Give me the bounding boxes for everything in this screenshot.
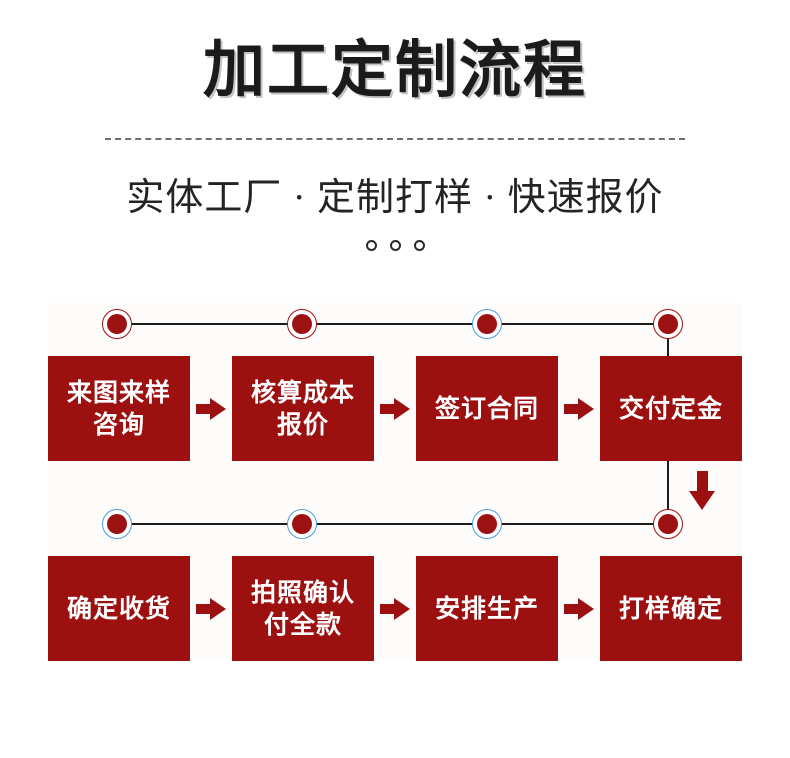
timeline-rail xyxy=(117,523,668,525)
step-box-que-ding-shou-huo[interactable]: 确定收货 xyxy=(48,556,190,661)
arrow-down-head xyxy=(689,491,715,510)
arrow-right-icon xyxy=(380,597,410,620)
step-box-an-pai-sheng-chan[interactable]: 安排生产 xyxy=(416,556,558,661)
step-label-line: 核算成本 xyxy=(250,378,355,407)
page-subtitle: 实体工厂 · 定制打样 · 快速报价 xyxy=(126,177,664,219)
step-box-pai-zhao-que-ren[interactable]: 拍照确认 付全款 xyxy=(232,556,374,661)
arrow-right-head xyxy=(210,597,226,620)
timeline-node-6[interactable] xyxy=(287,509,317,539)
arrow-right-icon xyxy=(380,397,410,420)
page-title: 加工定制流程 xyxy=(202,37,587,105)
step-label-line: 安排生产 xyxy=(434,594,539,623)
arrow-right-head xyxy=(210,397,226,420)
arrow-gap xyxy=(190,356,232,461)
arrow-gap xyxy=(374,556,416,661)
flow-row-2-steps: 确定收货 拍照确认 付全款 安排生产 xyxy=(48,556,742,661)
arrow-right-stem xyxy=(564,403,581,414)
timeline-node-1[interactable] xyxy=(102,309,132,339)
arrow-right-icon xyxy=(564,597,594,620)
arrow-right-head xyxy=(394,597,410,620)
ornament-dots xyxy=(0,240,790,251)
step-label-line: 交付定金 xyxy=(618,394,723,423)
circle-outline-icon xyxy=(389,240,401,251)
arrow-right-head xyxy=(578,397,594,420)
arrow-gap xyxy=(558,356,600,461)
step-label-line: 咨询 xyxy=(92,410,145,439)
step-label-line: 来图来样 xyxy=(66,378,171,407)
step-label-line: 拍照确认 xyxy=(250,578,355,607)
arrow-right-stem xyxy=(196,403,213,414)
arrow-gap xyxy=(374,356,416,461)
step-box-he-suan-cheng-ben[interactable]: 核算成本 报价 xyxy=(232,356,374,461)
flow-row-2: 确定收货 拍照确认 付全款 安排生产 xyxy=(48,503,742,661)
timeline-node-8[interactable] xyxy=(653,509,683,539)
timeline-node-7[interactable] xyxy=(472,509,502,539)
process-flow-panel: 来图来样 咨询 核算成本 报价 签订合同 xyxy=(48,303,742,661)
step-label-line: 报价 xyxy=(276,410,329,439)
step-label-line: 打样确定 xyxy=(618,594,723,623)
arrow-right-head xyxy=(578,597,594,620)
dashed-divider xyxy=(105,138,685,140)
arrow-right-stem xyxy=(380,603,397,614)
step-box-da-yang-que-ding[interactable]: 打样确定 xyxy=(600,556,742,661)
arrow-right-icon xyxy=(196,397,226,420)
step-box-jiao-fu-ding-jin[interactable]: 交付定金 xyxy=(600,356,742,461)
timeline-node-3[interactable] xyxy=(472,309,502,339)
arrow-right-icon xyxy=(196,597,226,620)
timeline-node-5[interactable] xyxy=(102,509,132,539)
timeline-rail xyxy=(117,323,668,325)
timeline-node-2[interactable] xyxy=(287,309,317,339)
arrow-down-stem xyxy=(697,471,708,493)
flow-row-1: 来图来样 咨询 核算成本 报价 签订合同 xyxy=(48,303,742,461)
arrow-right-stem xyxy=(380,403,397,414)
arrow-right-stem xyxy=(564,603,581,614)
flow-row-1-steps: 来图来样 咨询 核算成本 报价 签订合同 xyxy=(48,356,742,461)
arrow-gap xyxy=(190,556,232,661)
step-label-line: 确定收货 xyxy=(66,594,171,623)
arrow-down-icon xyxy=(689,471,715,513)
arrow-gap xyxy=(558,556,600,661)
arrow-right-icon xyxy=(564,397,594,420)
step-box-lai-tu-lai-yang[interactable]: 来图来样 咨询 xyxy=(48,356,190,461)
circle-outline-icon xyxy=(365,240,377,251)
arrow-right-head xyxy=(394,397,410,420)
step-label-line: 签订合同 xyxy=(434,394,539,423)
arrow-right-stem xyxy=(196,603,213,614)
timeline-node-4[interactable] xyxy=(653,309,683,339)
circle-outline-icon xyxy=(413,240,425,251)
step-label-line: 付全款 xyxy=(263,610,342,639)
step-box-qian-ding-he-tong[interactable]: 签订合同 xyxy=(416,356,558,461)
